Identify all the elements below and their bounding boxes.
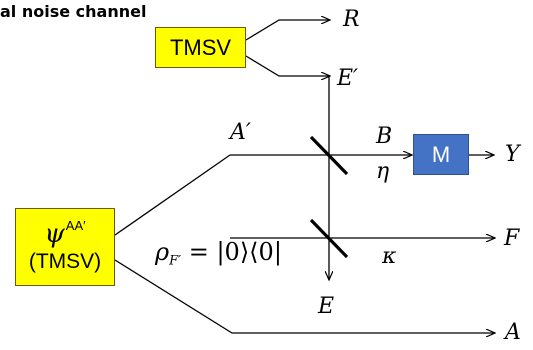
rho-subscript: F′ xyxy=(169,253,182,269)
measurement-label: M xyxy=(431,141,451,167)
psi-symbol-row: ψAA′ xyxy=(44,218,86,249)
label-kappa: κ xyxy=(382,244,397,269)
label-Y: Y xyxy=(505,142,520,167)
label-A: A xyxy=(505,320,521,345)
tmsv-top-box: TMSV xyxy=(155,27,246,68)
rho-symbol: ρ xyxy=(155,238,170,266)
label-E-prime: E′ xyxy=(337,66,359,91)
beam-splitter-kappa xyxy=(309,218,349,259)
psi-superscript: AA′ xyxy=(65,218,86,233)
path-to-A-prime xyxy=(114,154,231,236)
measurement-box: M xyxy=(413,134,469,175)
label-R: R xyxy=(343,7,360,32)
vacuum-state-label: ρF′ = |0⟩⟨0| xyxy=(155,240,282,268)
label-F: F xyxy=(504,226,520,251)
measure-box-fill xyxy=(413,134,469,175)
path-to-R xyxy=(245,20,330,41)
label-A-prime: A′ xyxy=(230,120,251,145)
beam-splitter-eta xyxy=(309,135,349,176)
label-eta: η xyxy=(376,159,390,184)
tmsv-box-fill xyxy=(155,27,246,68)
psi-box-fill xyxy=(15,208,115,286)
path-to-A xyxy=(114,259,495,333)
figure-title: al noise channel xyxy=(0,2,147,21)
vacuum-expression: = |0⟩⟨0| xyxy=(181,238,282,266)
psi-symbol: ψ xyxy=(44,219,65,249)
psi-source-box: ψAA′ (TMSV) xyxy=(15,208,115,286)
label-B: B xyxy=(376,124,393,149)
label-E: E xyxy=(318,294,335,319)
path-to-E-prime xyxy=(245,55,330,76)
psi-subtitle: (TMSV) xyxy=(28,250,102,273)
tmsv-top-label: TMSV xyxy=(169,34,232,60)
